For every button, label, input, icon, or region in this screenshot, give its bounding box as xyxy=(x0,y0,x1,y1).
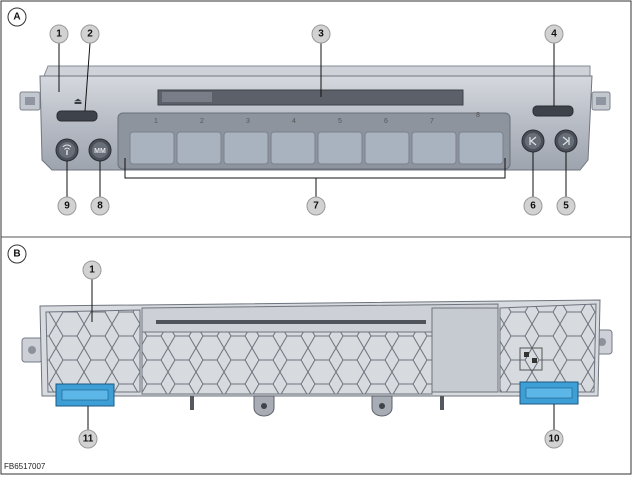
preset-key-1 xyxy=(129,131,175,165)
preset-key-3 xyxy=(223,131,269,165)
preset-key-4 xyxy=(270,131,316,165)
preset-number-3: 3 xyxy=(246,118,250,125)
callout-a-9-text: 9 xyxy=(64,201,70,212)
bottom-clip-4 xyxy=(440,396,444,410)
preset-key-5 xyxy=(317,131,363,165)
cd-slot xyxy=(157,89,464,106)
callout-a-2-text: 2 xyxy=(87,29,93,40)
connector-left xyxy=(55,383,115,407)
preset-keys xyxy=(129,131,504,165)
callout-a-1-text: 1 xyxy=(56,29,62,40)
eject-icon: ⏏ xyxy=(74,96,83,106)
callout-a-7: 7 xyxy=(306,196,326,216)
preset-number-5: 5 xyxy=(338,118,342,125)
panel-a-leaders xyxy=(58,42,567,197)
preset-number-7: 7 xyxy=(430,118,434,125)
right-slot-button xyxy=(532,105,574,117)
preset-number-6: 6 xyxy=(384,118,388,125)
panel-label-b-text: B xyxy=(13,249,20,260)
preset-number-4: 4 xyxy=(292,118,296,125)
preset-key-7 xyxy=(411,131,457,165)
panel-b-leaders xyxy=(87,279,555,430)
round-button-8: MM xyxy=(88,138,112,162)
callout-b-1-text: 1 xyxy=(89,265,95,276)
previous-icon xyxy=(529,136,537,146)
panel-label-a: A xyxy=(7,7,27,27)
right-honeycomb xyxy=(499,303,597,393)
preset-key-8 xyxy=(458,131,504,165)
callout-a-4: 4 xyxy=(544,24,564,44)
callout-b-10-text: 10 xyxy=(548,434,560,445)
callout-a-1: 1 xyxy=(49,24,69,44)
callout-a-2: 2 xyxy=(80,24,100,44)
top-rim xyxy=(43,65,591,77)
callout-a-5-text: 5 xyxy=(563,201,569,212)
callout-a-8-text: 8 xyxy=(97,201,103,212)
callout-a-3-text: 3 xyxy=(318,29,324,40)
callout-a-5: 5 xyxy=(556,196,576,216)
round-button-9 xyxy=(55,138,79,162)
cd-slot-inner xyxy=(162,92,212,102)
connector-right xyxy=(519,381,579,405)
right-mount-hole xyxy=(596,97,606,105)
callout-a-9: 9 xyxy=(57,196,77,216)
panel-label-b: B xyxy=(7,244,27,264)
figure-id: FB6517007 xyxy=(4,462,46,471)
audio-panel-rear xyxy=(21,299,613,417)
audio-panel-front: ⏏ 1 2 3 4 5 6 7 8 xyxy=(19,65,611,171)
center-honeycomb xyxy=(141,331,433,395)
rear-left-tab-hole xyxy=(28,346,36,354)
rear-right-tab-hole xyxy=(598,338,606,346)
mm-label: MM xyxy=(94,148,106,155)
callout-a-4-text: 4 xyxy=(551,29,557,40)
callout-a-8: 8 xyxy=(90,196,110,216)
left-honeycomb xyxy=(45,309,141,393)
callout-a-6: 6 xyxy=(523,196,543,216)
callout-a-7-text: 7 xyxy=(313,201,319,212)
panel-label-a-text: A xyxy=(13,12,20,23)
callout-a-6-text: 6 xyxy=(530,201,536,212)
left-slot-button xyxy=(56,110,98,122)
signal-icon xyxy=(62,144,72,150)
callout-b-10: 10 xyxy=(544,429,564,449)
callout-a-3: 3 xyxy=(311,24,331,44)
callout-b-1: 1 xyxy=(82,260,102,280)
next-icon xyxy=(562,136,570,146)
preset-number-8: 8 xyxy=(476,112,480,119)
preset-key-6 xyxy=(364,131,410,165)
label-sticker xyxy=(519,347,543,371)
preset-number-1: 1 xyxy=(154,118,158,125)
preset-number-2: 2 xyxy=(200,118,204,125)
round-button-6 xyxy=(521,129,545,153)
preset-key-2 xyxy=(176,131,222,165)
left-mount-hole xyxy=(25,97,35,105)
callout-b-11-text: 11 xyxy=(83,434,94,445)
round-button-5 xyxy=(554,129,578,153)
callout-b-11: 11 xyxy=(78,429,98,449)
right-plate xyxy=(431,307,499,393)
bottom-clip-1 xyxy=(190,396,194,410)
rear-cd-slot xyxy=(156,320,426,324)
preset-numbers: 1 2 3 4 5 6 7 8 xyxy=(154,112,480,125)
